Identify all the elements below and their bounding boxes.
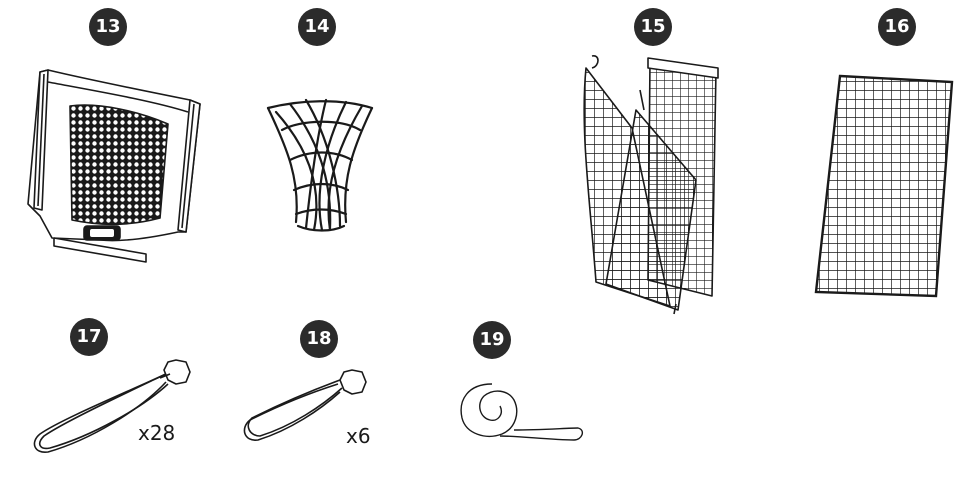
part-number-badge: 19: [473, 321, 511, 359]
quantity-label: x6: [346, 424, 371, 448]
part-number-badge: 13: [89, 8, 127, 46]
part-number-badge: 14: [298, 8, 336, 46]
part-number-badge: 15: [634, 8, 672, 46]
part-number-badge: 16: [878, 8, 916, 46]
part-number-badge: 18: [300, 320, 338, 358]
quantity-label: x28: [138, 421, 176, 445]
part-number-badge: 17: [70, 318, 108, 356]
